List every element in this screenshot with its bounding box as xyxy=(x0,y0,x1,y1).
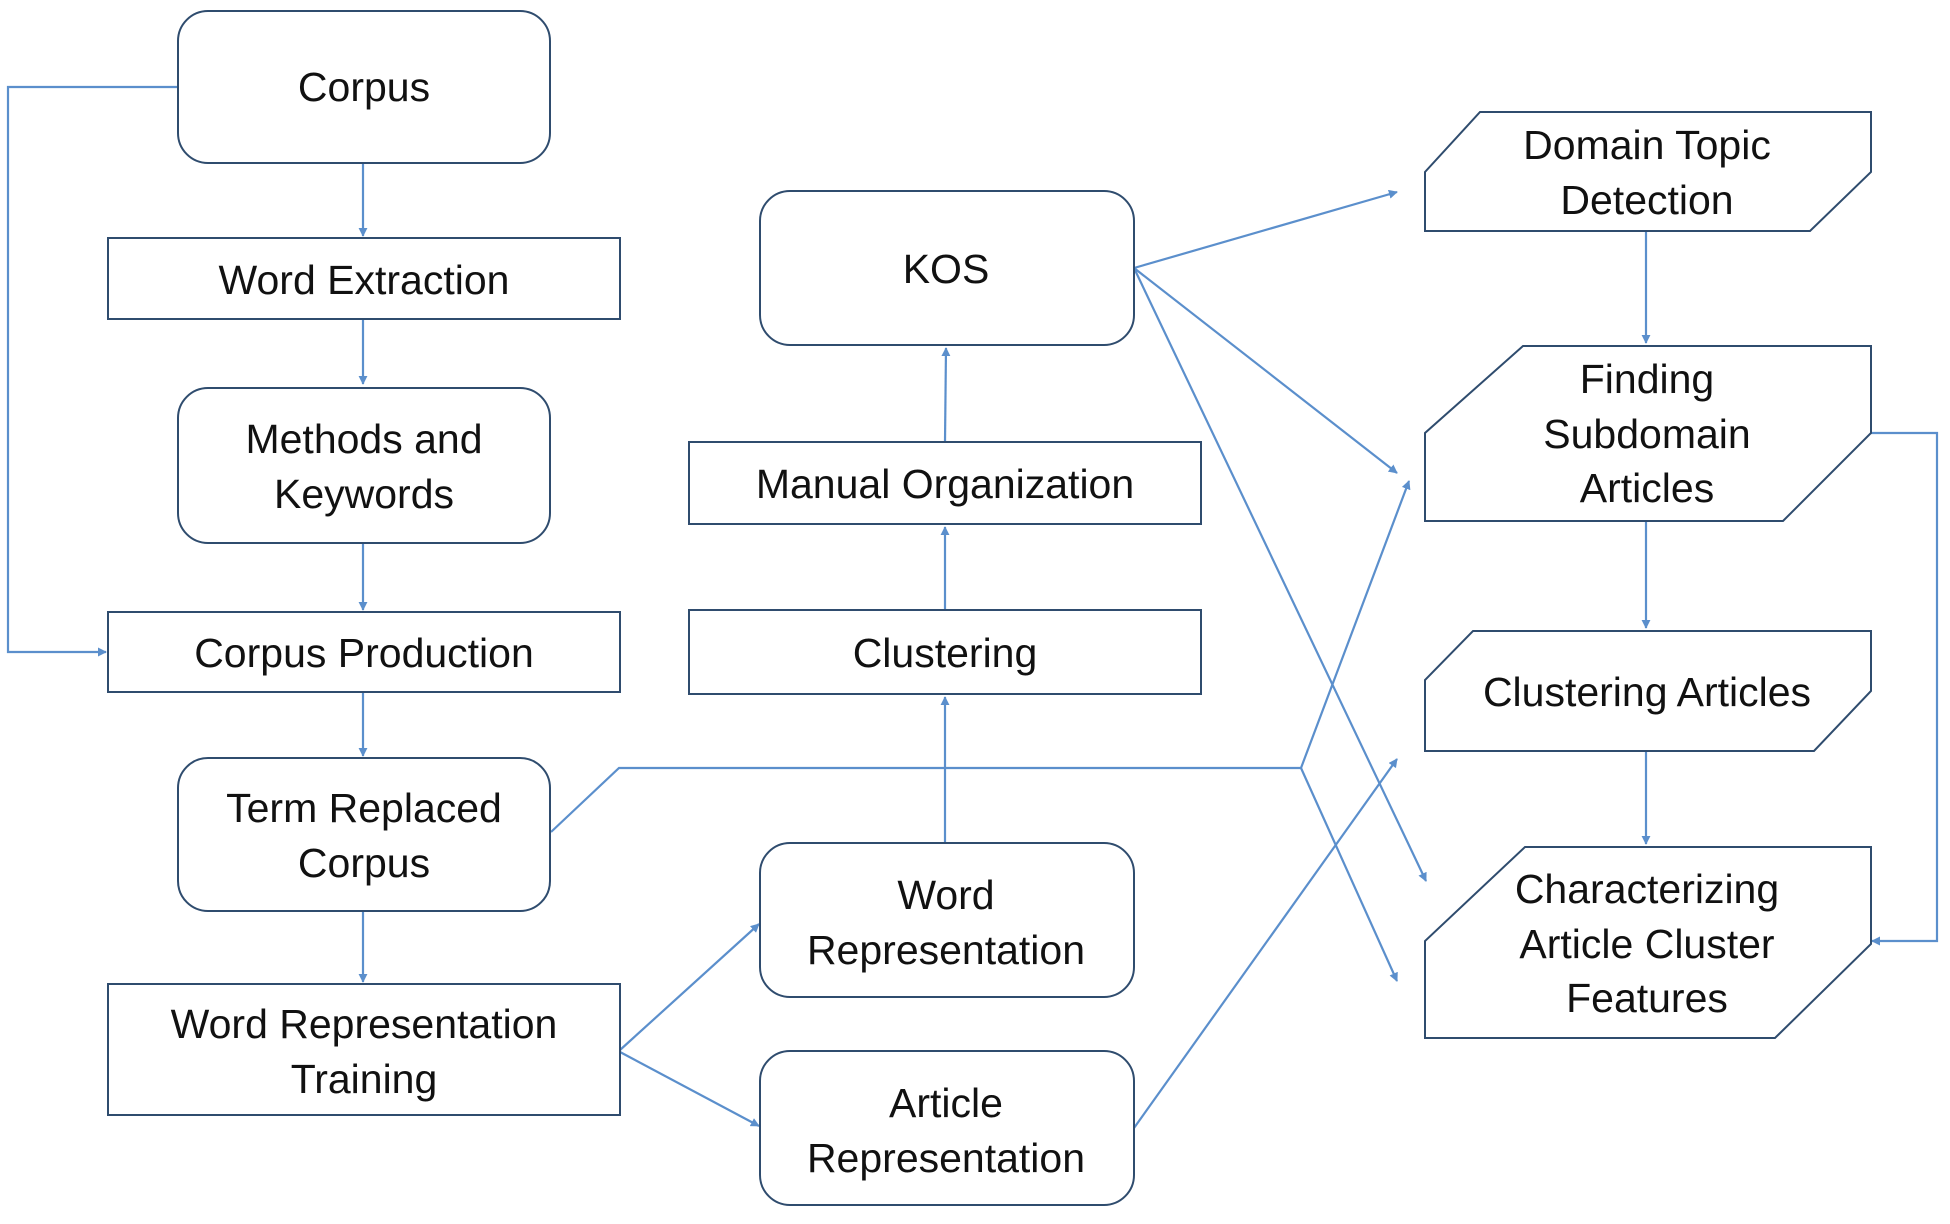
edge-term-replaced-to-finding-subdomain xyxy=(550,480,1411,833)
node-corpus: Corpus xyxy=(177,10,551,164)
node-word-representation: Word Representation xyxy=(759,842,1135,998)
edge-training-to-word-representation xyxy=(619,923,760,1051)
node-domain-topic-line-2: Detection xyxy=(1560,177,1733,223)
edge-kos-to-finding-subdomain xyxy=(1133,267,1398,474)
node-methods-keywords-line-1: Methods and xyxy=(245,416,482,462)
edge-kos-to-characterizing xyxy=(1133,267,1427,882)
node-methods-and-keywords: Methods and Keywords xyxy=(177,387,551,544)
node-clustering-articles: Clustering Articles xyxy=(1424,630,1872,752)
node-characterizing-line-2: Article Cluster xyxy=(1519,921,1774,967)
node-methods-keywords-line-2: Keywords xyxy=(274,471,454,517)
node-term-replaced-line-2: Corpus xyxy=(298,840,430,886)
node-characterizing-line-1: Characterizing xyxy=(1515,866,1779,912)
node-kos-label: KOS xyxy=(903,246,990,292)
node-term-replaced-corpus: Term Replaced Corpus xyxy=(177,757,551,912)
edge-corpus-bypass-to-corpus-production xyxy=(6,85,178,657)
node-training-line-1: Word Representation xyxy=(171,1001,558,1047)
node-clustering-articles-label: Clustering Articles xyxy=(1483,669,1811,715)
node-domain-topic-line-1: Domain Topic xyxy=(1523,122,1771,168)
node-kos: KOS xyxy=(759,190,1135,346)
node-corpus-label: Corpus xyxy=(298,64,430,110)
node-term-replaced-line-1: Term Replaced xyxy=(226,785,502,831)
node-clustering: Clustering xyxy=(688,609,1202,695)
edge-branch-to-characterizing xyxy=(1299,767,1399,982)
node-manual-organization: Manual Organization xyxy=(688,441,1202,525)
node-manual-organization-label: Manual Organization xyxy=(756,461,1134,507)
node-finding-subdomain-articles: Finding Subdomain Articles xyxy=(1424,345,1872,522)
node-training-line-2: Training xyxy=(291,1056,438,1102)
node-finding-subdomain-line-2: Subdomain xyxy=(1543,411,1750,457)
node-corpus-production-label: Corpus Production xyxy=(194,630,534,676)
node-domain-topic-detection: Domain Topic Detection xyxy=(1424,111,1872,232)
node-word-representation-line-2: Representation xyxy=(807,927,1085,973)
node-article-representation-line-2: Representation xyxy=(807,1135,1085,1181)
node-finding-subdomain-line-1: Finding xyxy=(1580,356,1714,402)
node-clustering-label: Clustering xyxy=(853,630,1038,676)
node-word-representation-line-1: Word xyxy=(897,872,994,918)
edges xyxy=(6,85,1939,1129)
node-characterizing-article-cluster-features: Characterizing Article Cluster Features xyxy=(1424,846,1872,1039)
node-word-representation-training: Word Representation Training xyxy=(107,983,621,1116)
node-finding-subdomain-line-3: Articles xyxy=(1580,465,1714,511)
node-word-extraction: Word Extraction xyxy=(107,237,621,320)
edge-article-representation-to-clustering-articles xyxy=(1133,758,1398,1129)
edge-kos-to-domain-topic xyxy=(1133,189,1398,270)
node-word-extraction-label: Word Extraction xyxy=(219,257,510,303)
node-article-representation-line-1: Article xyxy=(889,1080,1003,1126)
edge-finding-subdomain-bypass-to-characterizing xyxy=(1871,431,1939,946)
edge-training-to-article-representation xyxy=(619,1051,760,1127)
node-article-representation: Article Representation xyxy=(759,1050,1135,1206)
node-characterizing-line-3: Features xyxy=(1566,975,1728,1021)
edge-manual-organization-to-kos xyxy=(941,347,951,443)
node-corpus-production: Corpus Production xyxy=(107,611,621,693)
